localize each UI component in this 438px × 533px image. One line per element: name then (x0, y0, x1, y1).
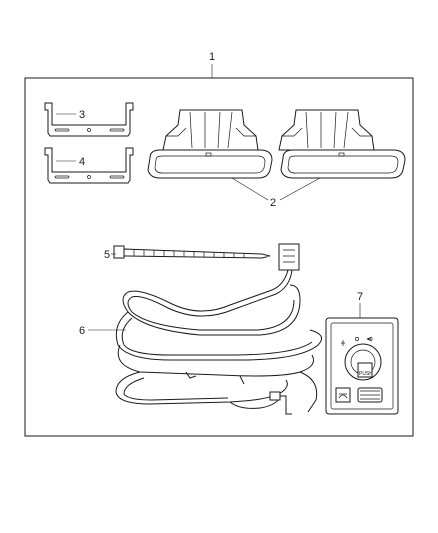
fog-lamp-left (147, 109, 273, 179)
callout-2: 2 (270, 197, 276, 209)
callout-7: 7 (357, 291, 363, 303)
diagram-frame (24, 77, 414, 437)
leader-2b (279, 177, 321, 201)
bracket-part-3 (44, 102, 134, 137)
fog-lamp-right (278, 109, 406, 179)
callout-1: 1 (209, 51, 215, 63)
switch-push-label: PUSH (359, 371, 373, 377)
wiring-harness-part-6 (115, 243, 323, 415)
callout-3: 3 (79, 109, 85, 121)
leader-2a (231, 177, 269, 201)
bracket-part-4 (44, 147, 134, 184)
callout-5: 5 (104, 249, 110, 261)
callout-4: 4 (79, 156, 85, 168)
switch-panel-part-7: PUSH (325, 317, 399, 415)
callout-6: 6 (79, 325, 85, 337)
cable-tie-part-5 (113, 245, 271, 259)
